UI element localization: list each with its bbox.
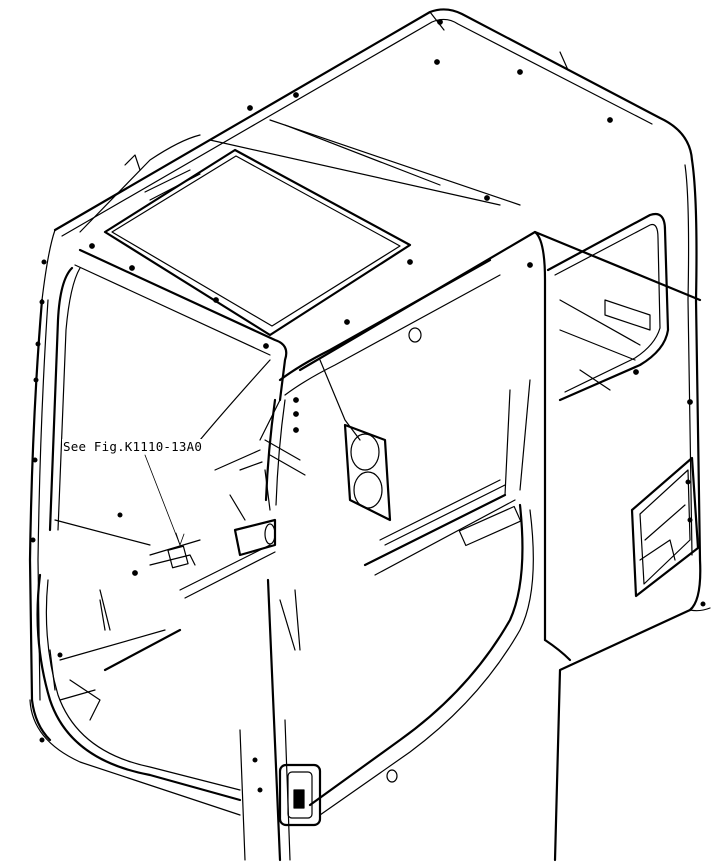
fastener-dots	[30, 19, 706, 793]
cab-roof	[41, 8, 694, 301]
roof-window	[103, 148, 412, 337]
door-handle	[278, 763, 398, 827]
callout-leader-line	[144, 454, 185, 546]
left-front-pillar	[28, 298, 242, 816]
center-pillar	[239, 258, 501, 862]
interior-components	[49, 449, 277, 701]
callout-reference-label: See Fig.K1110-13A0	[62, 439, 204, 454]
side-door	[298, 230, 702, 816]
rear-side-window	[546, 212, 670, 402]
door-vent-plate	[343, 327, 422, 522]
rear-wall	[553, 158, 711, 862]
rear-access-hatch	[630, 456, 700, 598]
front-frame	[48, 248, 288, 546]
